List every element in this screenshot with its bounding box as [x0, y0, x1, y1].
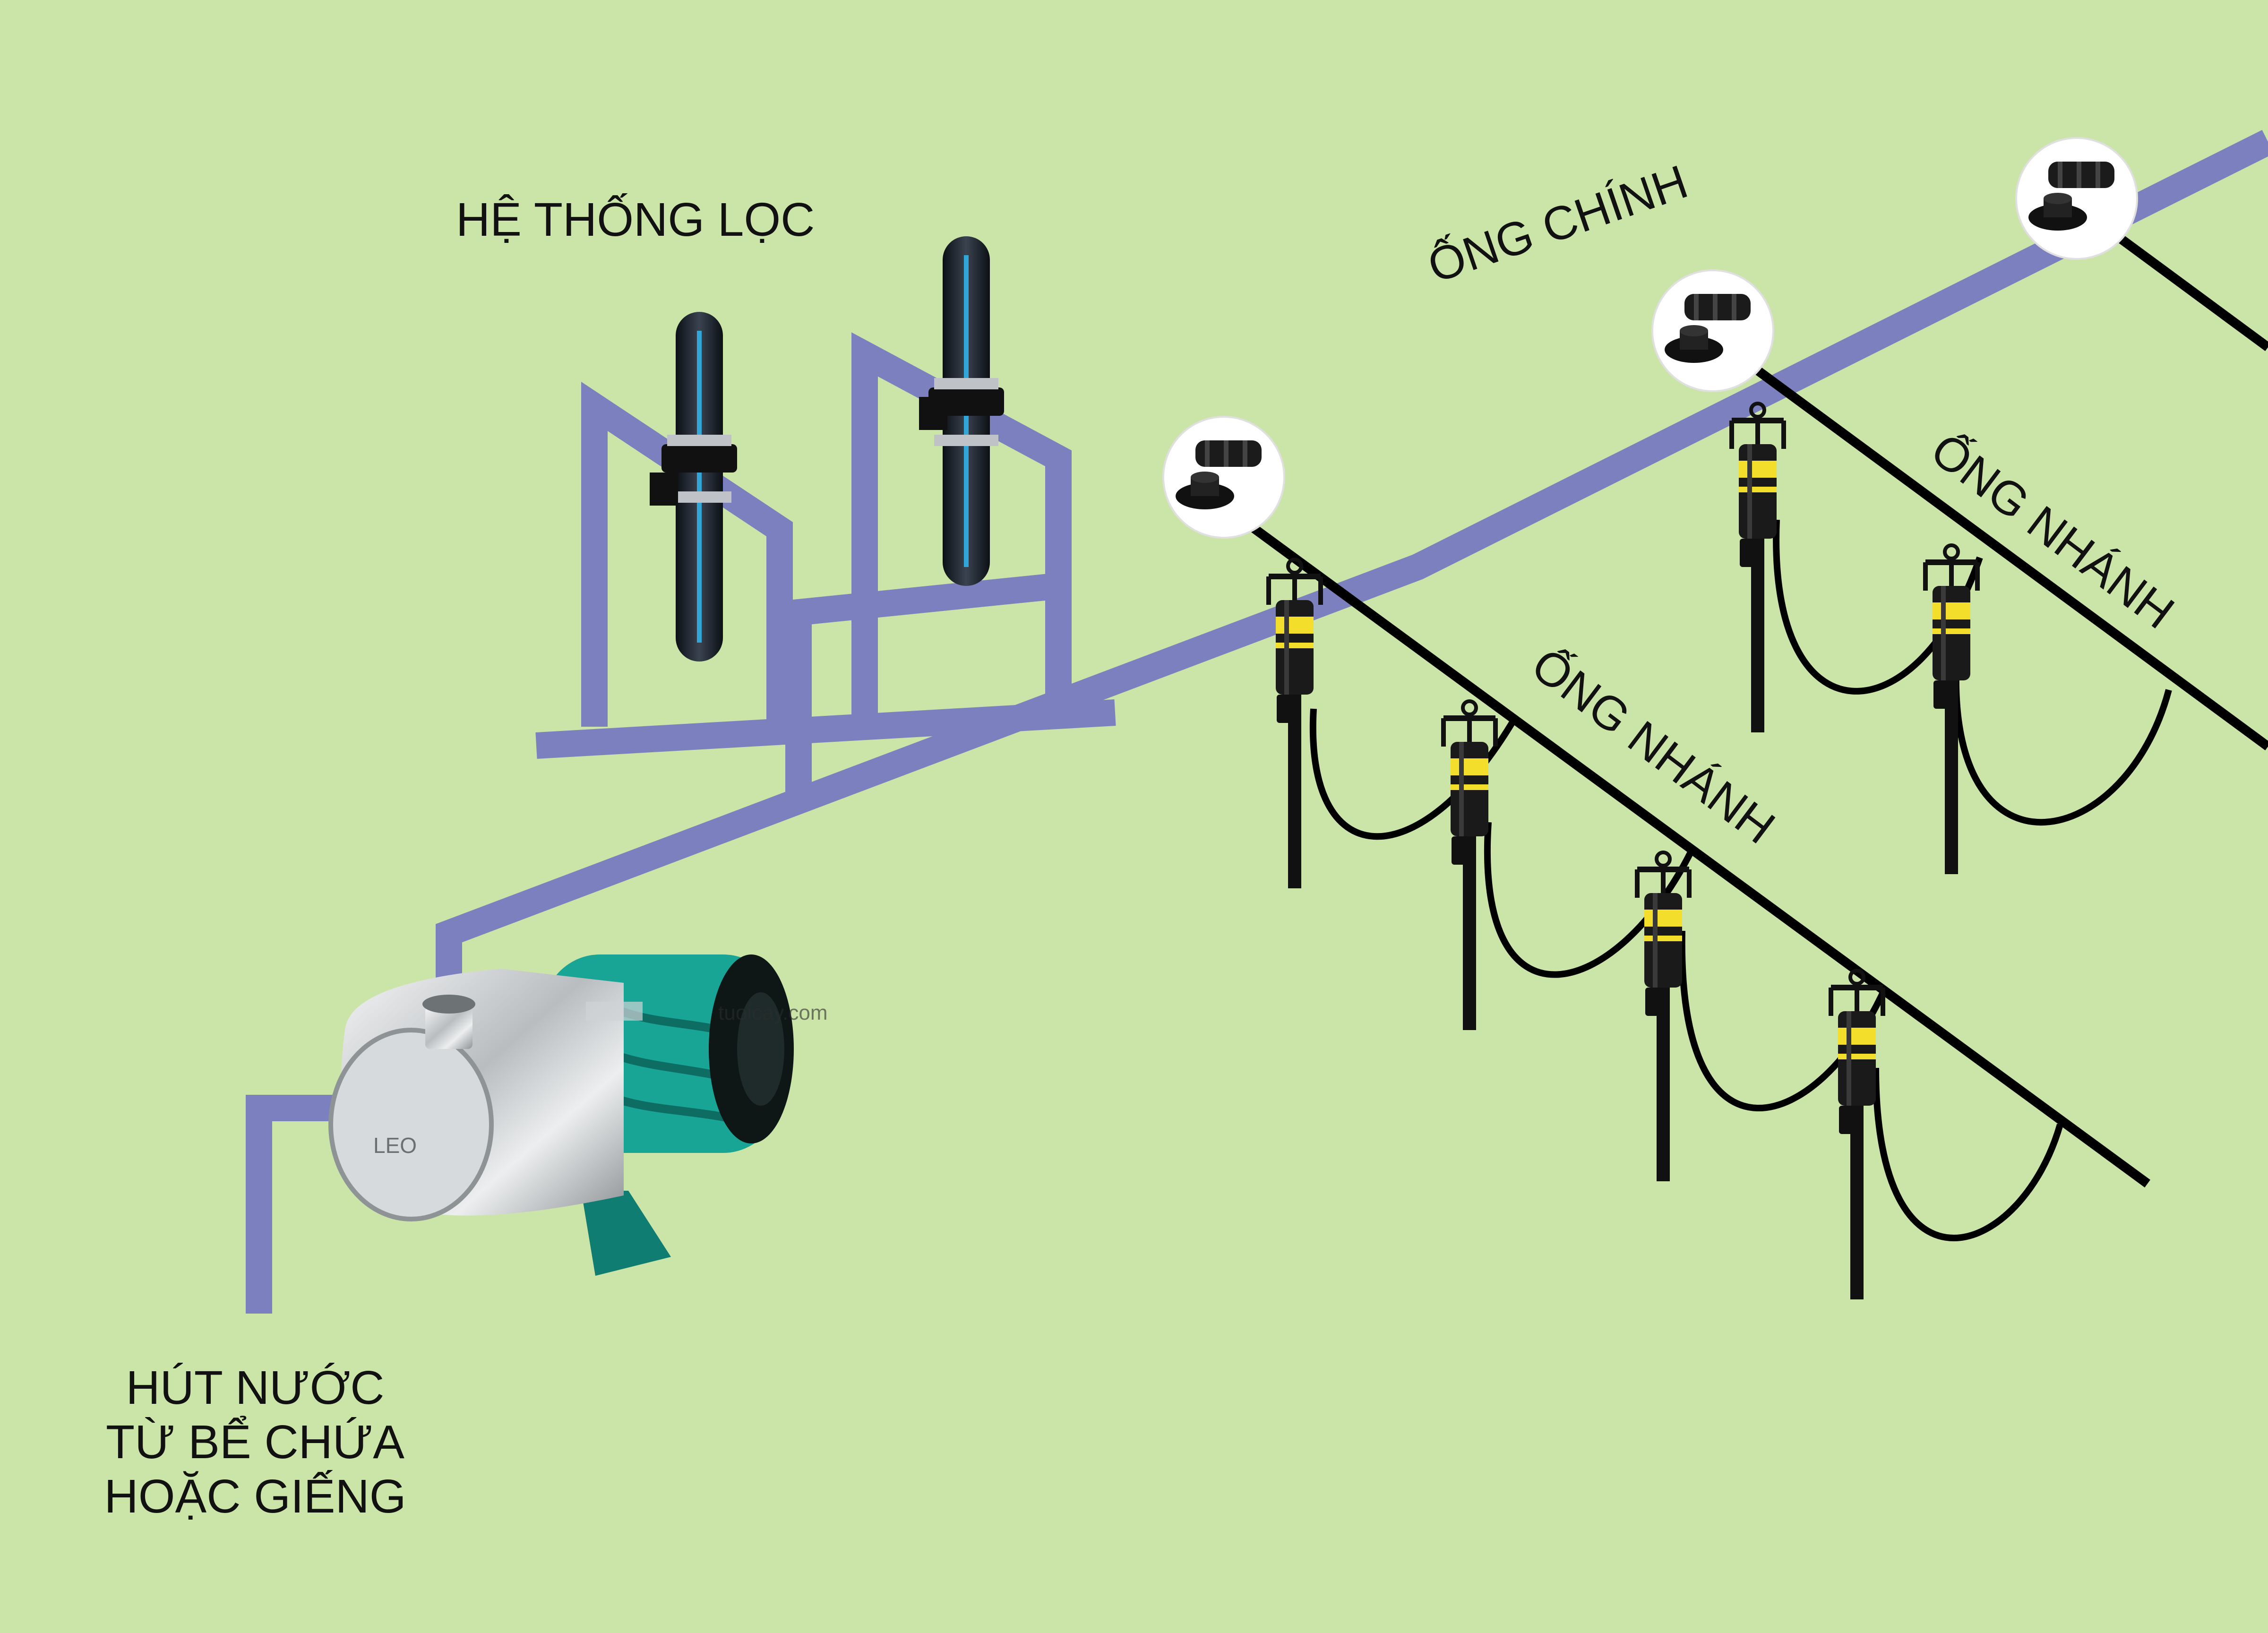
disc-filter-2: [919, 236, 1004, 586]
sprinkler-6: [1925, 545, 1977, 874]
suction-label-line-3: HOẶC GIẾNG: [104, 1470, 406, 1523]
suction-label-line-1: HÚT NƯỚC: [126, 1361, 385, 1414]
suction-label: HÚT NƯỚC TỪ BỂ CHỨA HOẶC GIẾNG: [66, 1361, 444, 1524]
disc-filter-1: [650, 312, 737, 662]
tee-fitting-2: [1651, 269, 1774, 392]
tee-fitting-3: [2015, 137, 2138, 260]
sprinkler-4: [1831, 971, 1883, 1299]
filter-system-label: HỆ THỐNG LỌC: [456, 193, 815, 246]
branch-1-hoses: [1309, 519, 2172, 1241]
suction-label-line-2: TỪ BỂ CHỨA: [106, 1416, 404, 1469]
pump-watermark: tuoicay.com: [718, 1001, 828, 1024]
tee-fitting-1: [1162, 416, 1285, 539]
water-pump: tuoicay.com LEO: [328, 954, 828, 1276]
sprinkler-3: [1637, 852, 1689, 1181]
pump-brand: LEO: [373, 1133, 417, 1158]
